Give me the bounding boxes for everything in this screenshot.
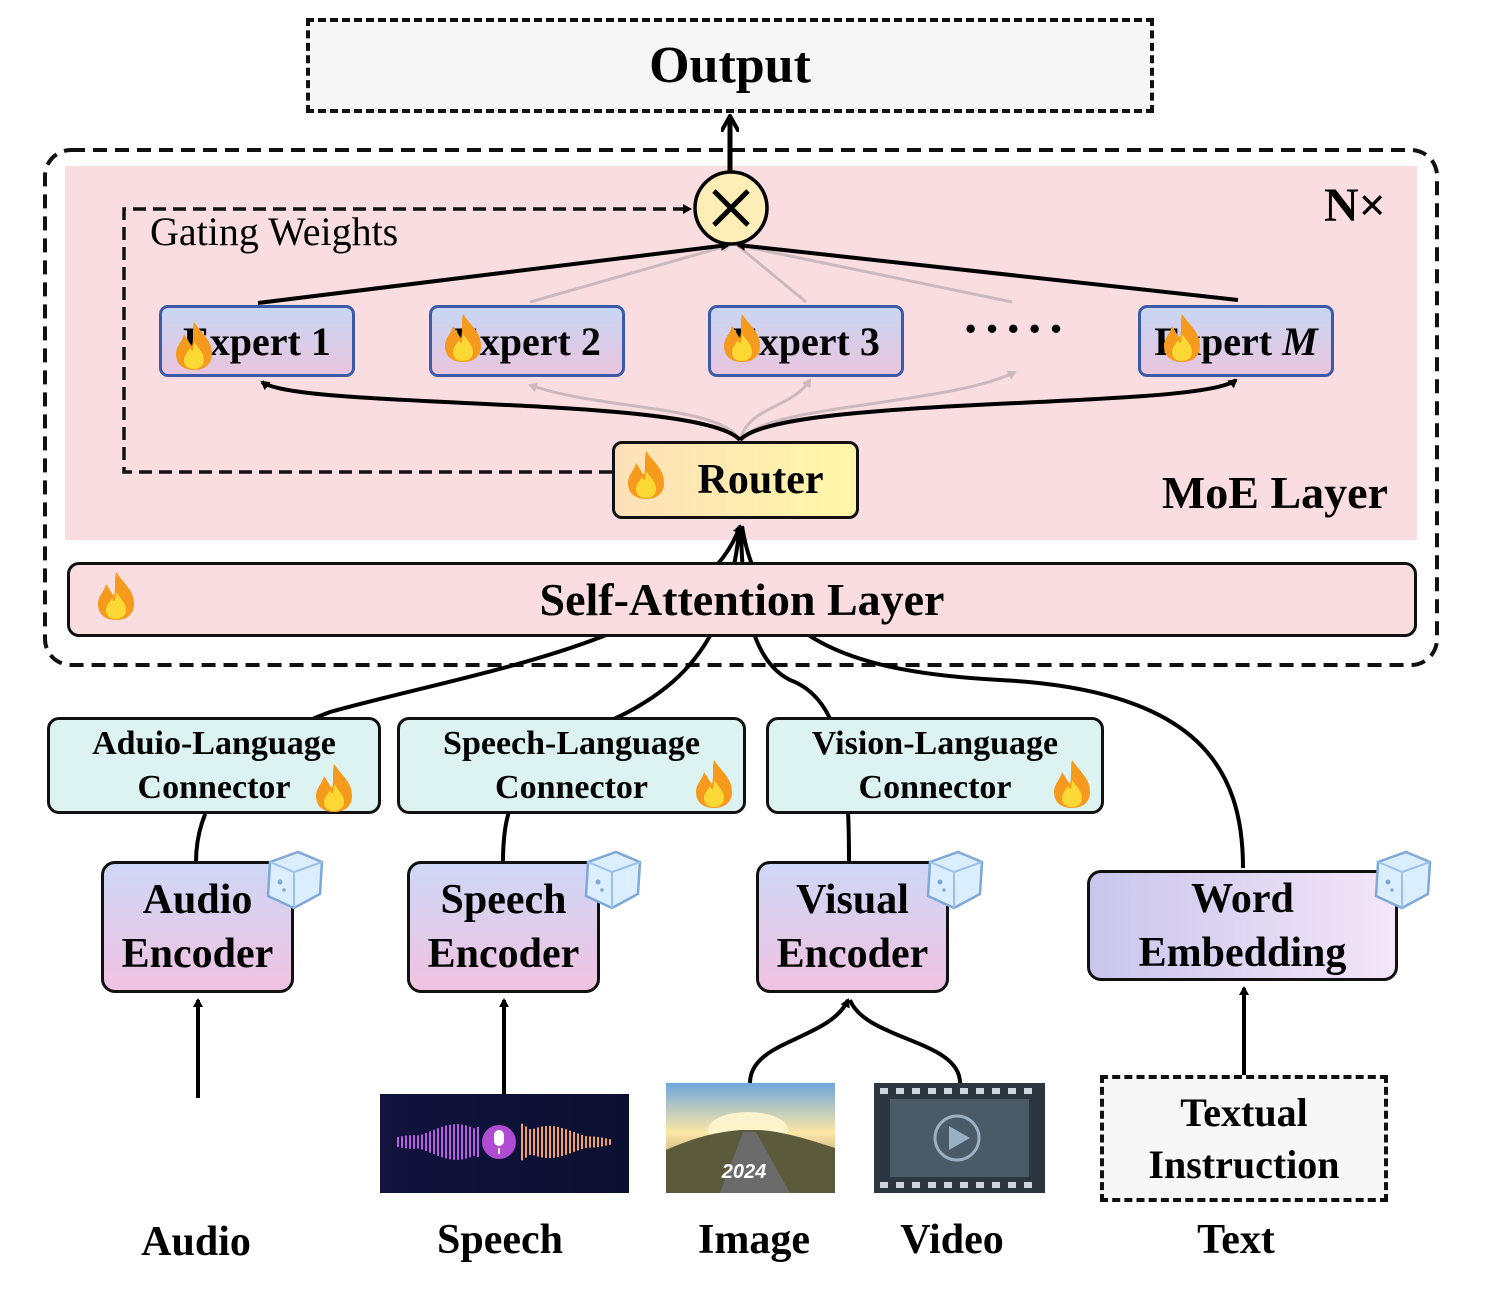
film-hole (944, 1182, 952, 1188)
audio-waveform-image (62, 1101, 354, 1185)
ice-cube-icon (266, 850, 324, 910)
input-label-speech: Speech (437, 1217, 563, 1263)
visual-encoder-line2: Encoder (776, 931, 929, 977)
router-to-expert3-faded (738, 378, 812, 441)
film-hole (960, 1182, 968, 1188)
word-embedding-line2: Embedding (1138, 929, 1347, 976)
film-hole (896, 1088, 904, 1094)
fire-icon (628, 451, 664, 499)
router-box: Router (612, 441, 859, 519)
self-attention-layer: Self-Attention Layer (67, 562, 1417, 637)
film-hole (928, 1088, 936, 1094)
gating-weights-path (122, 204, 692, 474)
gating-weights-label: Gating Weights (150, 209, 399, 254)
router-to-expertM (738, 378, 1238, 442)
expert3-output-faded (736, 243, 807, 304)
repeat-block-frame (43, 148, 1439, 667)
film-hole (912, 1088, 920, 1094)
image-year-text: 2024 (721, 1161, 767, 1183)
film-hole (976, 1088, 984, 1094)
film-hole (928, 1182, 936, 1188)
video-thumbnail (874, 1083, 1045, 1193)
fire-icon (316, 764, 352, 812)
fire-icon (724, 314, 760, 362)
multiply-icon (712, 189, 750, 227)
film-hole (1024, 1182, 1032, 1188)
film-hole (992, 1088, 1000, 1094)
film-hole (880, 1088, 888, 1094)
moe-layer-label: MoE Layer (1161, 467, 1388, 518)
film-hole (992, 1182, 1000, 1188)
connector-2-line2: Connector (495, 768, 648, 806)
word-embedding: Word Embedding (1087, 870, 1398, 981)
film-hole (1008, 1088, 1016, 1094)
film-hole (944, 1088, 952, 1094)
fire-icon (1164, 314, 1200, 362)
input-label-video: Video (900, 1217, 1004, 1263)
fire-icon (445, 314, 481, 362)
visual-encoder: Visual Encoder (756, 861, 949, 993)
film-hole (912, 1182, 920, 1188)
fire-icon (98, 572, 134, 620)
repeat-count-label: N× (1323, 179, 1386, 232)
speech-encoder: Speech Encoder (407, 861, 600, 993)
expert2-output-faded (529, 242, 732, 304)
ice-cube-icon (584, 850, 642, 910)
textual-instruction-box: Textual Instruction (1100, 1075, 1388, 1202)
fire-icon (696, 760, 732, 808)
input-label-text: Text (1197, 1217, 1275, 1263)
expert-m-index: M (1282, 318, 1318, 364)
audio-encoder-line1: Audio (142, 877, 253, 923)
connector-1-line2: Connector (137, 768, 291, 806)
image-to-visual-encoder (748, 998, 850, 1084)
speech-thumbnail (380, 1094, 629, 1193)
output-box: Output (306, 18, 1154, 113)
speech-language-connector: Speech-Language Connector (397, 717, 746, 814)
router-label: Router (697, 457, 824, 503)
connector-3-line1: Vision-Language (811, 724, 1059, 762)
connector-1-line1: Aduio-Language (92, 724, 336, 762)
router-to-expert2-faded (528, 382, 742, 441)
output-label: Output (649, 37, 811, 94)
input-label-image: Image (698, 1217, 810, 1263)
film-hole (1024, 1088, 1032, 1094)
audio-encoder: Audio Encoder (101, 861, 294, 993)
speech-encoder-line1: Speech (440, 877, 567, 923)
fire-icon (176, 322, 212, 370)
instruction-line1: Textual (1180, 1089, 1308, 1135)
film-hole (1008, 1182, 1016, 1188)
video-to-visual-encoder (848, 999, 962, 1084)
image-thumbnail: 2024 (666, 1083, 835, 1193)
input-label-audio: Audio (141, 1219, 251, 1265)
film-hole (960, 1088, 968, 1094)
speech-encoder-line2: Encoder (427, 931, 580, 977)
play-icon (949, 1126, 970, 1150)
self-attention-label: Self-Attention Layer (539, 574, 945, 625)
vision-language-connector: Vision-Language Connector (766, 717, 1104, 814)
connector-2-line1: Speech-Language (443, 724, 700, 762)
ice-cube-icon (1374, 850, 1432, 910)
instruction-line2: Instruction (1148, 1141, 1340, 1187)
word-embedding-line1: Word (1191, 875, 1294, 922)
film-hole (896, 1182, 904, 1188)
audio-encoder-line2: Encoder (121, 931, 274, 977)
film-hole (880, 1182, 888, 1188)
visual-encoder-line1: Visual (796, 877, 909, 923)
experts-ellipsis: ····· (962, 301, 1069, 358)
connector-3-line2: Connector (858, 768, 1012, 806)
expertdots-output-faded (736, 243, 1013, 304)
ice-cube-icon (926, 850, 984, 910)
expertM-output (736, 240, 1239, 302)
fire-icon (1054, 760, 1090, 808)
router-to-expert1 (260, 380, 742, 442)
film-hole (976, 1182, 984, 1188)
expert1-output (257, 240, 730, 305)
